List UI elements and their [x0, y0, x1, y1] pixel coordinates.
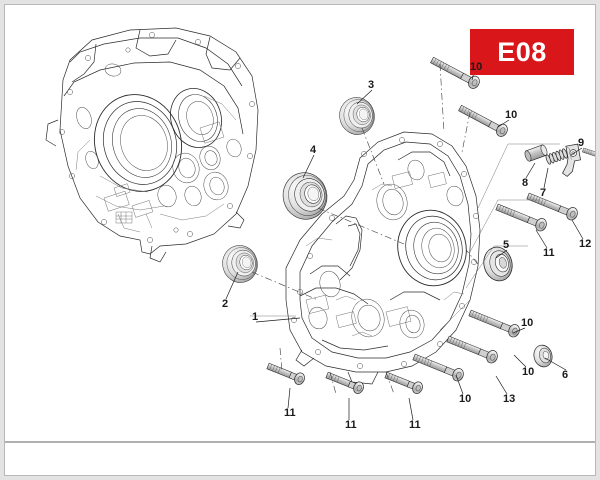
footer-divider	[5, 441, 595, 443]
leader-line-9	[570, 147, 583, 156]
callout-number-10: 10	[521, 317, 534, 329]
routing-lines	[250, 143, 560, 331]
callout-number-10: 10	[470, 61, 483, 73]
leader-line-1	[255, 317, 301, 323]
leader-line-11	[408, 397, 414, 421]
leader-line-11	[535, 229, 548, 249]
callout-number-11: 11	[543, 247, 555, 259]
leader-line-10	[513, 354, 527, 368]
bolt-part-10-top-b	[456, 101, 510, 139]
leader-line-6	[544, 357, 567, 371]
callout-number-10: 10	[522, 366, 535, 378]
callout-number-3: 3	[368, 79, 375, 91]
bolt-part-13	[445, 332, 500, 366]
leader-line-10	[455, 374, 464, 395]
upper-left-crankcase-illustration	[45, 27, 259, 263]
callout-number-4: 4	[310, 144, 317, 156]
bearing-part-3	[335, 93, 379, 139]
bolt-part-12	[525, 189, 580, 223]
bolt-part-11-bottom-a	[265, 360, 307, 387]
page-code-badge: E08	[470, 29, 574, 75]
callout-number-2: 2	[222, 298, 229, 310]
leader-line-12	[571, 219, 584, 240]
bolt-part-11-right	[494, 200, 549, 234]
callout-number-7: 7	[540, 187, 547, 199]
leader-line-8	[525, 162, 536, 179]
leader-line-7	[543, 167, 549, 189]
leader-line-10	[497, 119, 510, 128]
washer-part-6	[533, 344, 553, 368]
leader-line-3	[356, 89, 373, 105]
bearing-part-4	[277, 167, 333, 225]
oil-seal-part-5	[483, 246, 513, 282]
stopper-lever-part-9	[562, 143, 581, 177]
right-crankcase-illustration	[285, 131, 481, 385]
bolt-part-11-bottom-b	[324, 369, 366, 396]
callout-number-11: 11	[409, 419, 421, 431]
callout-number-10: 10	[459, 393, 472, 405]
leader-line-2	[225, 271, 239, 300]
callout-leader-lines	[225, 71, 584, 421]
collar-part-8	[524, 144, 548, 162]
callout-number-11: 11	[345, 419, 357, 431]
leader-line-10	[512, 327, 526, 334]
callout-number-11: 11	[284, 407, 296, 419]
callout-number-5: 5	[503, 239, 510, 251]
leader-line-11	[287, 387, 291, 409]
bolt-part-10-mid	[467, 306, 522, 340]
callout-number-13: 13	[503, 393, 516, 405]
callout-number-8: 8	[522, 177, 529, 189]
callout-number-12: 12	[579, 238, 592, 250]
spring-part-7	[545, 148, 568, 165]
bearing-part-2	[218, 241, 262, 287]
leader-line-13	[495, 375, 508, 395]
callout-number-9: 9	[578, 137, 585, 149]
leader-line-4	[302, 154, 315, 179]
bolt-part-right-edge	[581, 145, 600, 163]
callout-number-10: 10	[505, 109, 518, 121]
leader-line-5	[495, 249, 508, 259]
assembly-axis-lines	[251, 63, 479, 395]
callout-number-1: 1	[252, 311, 259, 323]
callout-number-6: 6	[562, 369, 569, 381]
page-code-label: E08	[497, 36, 547, 67]
